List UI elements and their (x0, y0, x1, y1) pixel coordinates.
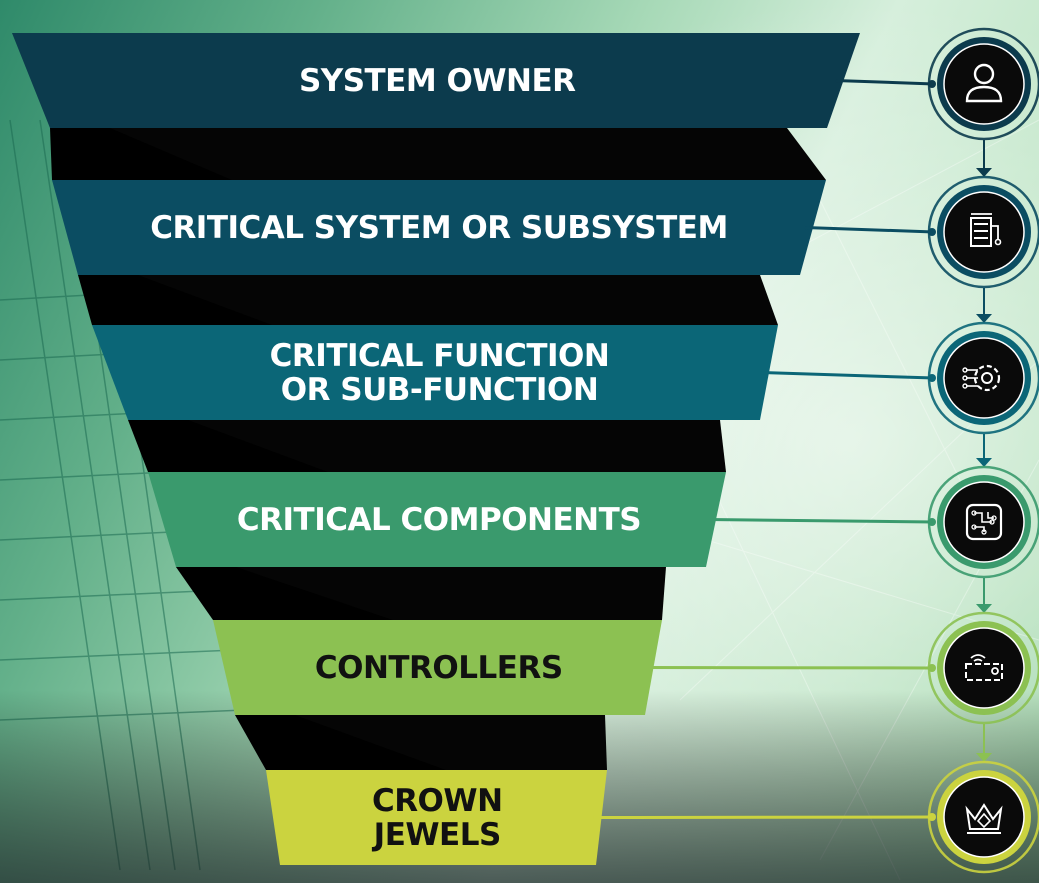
arrow-down-icon (976, 314, 992, 323)
chip-icon (927, 465, 1039, 579)
connector-line-5 (645, 666, 935, 670)
band-level-4 (148, 472, 726, 567)
arrow-down-icon (976, 604, 992, 613)
band-level-3 (92, 325, 778, 420)
level-label-5: CONTROLLERS (234, 651, 644, 685)
level-label-2: CRITICAL SYSTEM OR SUBSYSTEM (78, 211, 800, 245)
connector-line-3 (760, 371, 935, 380)
level-label-line2: OR SUB-FUNCTION (280, 371, 599, 408)
band-level-2 (52, 180, 826, 275)
connector-line-1 (835, 79, 935, 86)
band-level-5 (213, 620, 662, 715)
level-label-line1: CONTROLLERS (314, 649, 563, 686)
controller-card-icon (927, 611, 1039, 725)
arrow-down-icon (976, 168, 992, 177)
level-label-line1: CROWN (371, 782, 503, 819)
band-level-1 (12, 33, 860, 128)
funnel-ribbons (50, 128, 826, 788)
ribbon-shadow-3 (128, 420, 328, 472)
level-label-line1: CRITICAL COMPONENTS (236, 501, 642, 538)
level-label-line1: CRITICAL SYSTEM OR SUBSYSTEM (150, 209, 728, 246)
band-level-6 (266, 770, 607, 865)
connector-line-6 (593, 815, 935, 819)
user-icon (927, 27, 1039, 141)
icon-column (927, 27, 1039, 874)
server-network-icon (927, 175, 1039, 289)
funnel-bands (12, 33, 860, 865)
arrow-down-icon (976, 753, 992, 762)
ribbon-shadow-1 (50, 128, 232, 180)
connector-lines (593, 79, 992, 821)
level-label-line1: SYSTEM OWNER (298, 62, 576, 99)
connector-line-2 (804, 226, 935, 234)
level-label-1: SYSTEM OWNER (57, 64, 817, 98)
ribbon-shadow-2 (78, 275, 272, 325)
level-label-line2: JEWELS (373, 816, 502, 853)
ribbon-shadow-5 (235, 715, 446, 770)
level-label-line1: CRITICAL FUNCTION (269, 337, 610, 374)
crown-diamond-icon (927, 760, 1039, 874)
ribbon-shadow-4 (176, 567, 393, 620)
level-label-4: CRITICAL COMPONENTS (174, 503, 704, 537)
gear-circuit-icon (927, 321, 1039, 435)
connector-line-4 (707, 518, 935, 524)
arrow-down-icon (976, 458, 992, 467)
